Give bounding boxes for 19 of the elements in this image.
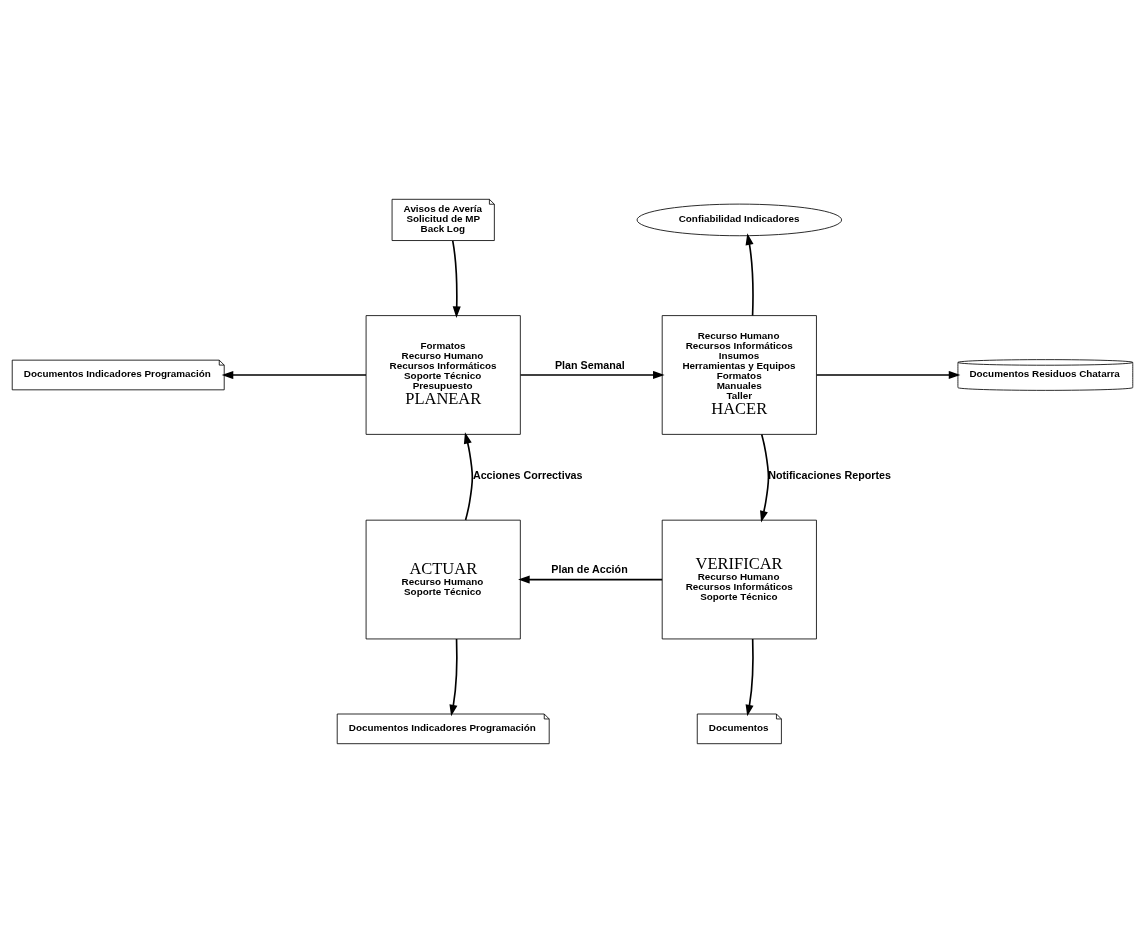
arrow bbox=[451, 239, 461, 318]
node-box: VERIFICAR Recurso Humano Recursos Informáticos Soporte Técnico bbox=[661, 519, 817, 639]
node-box: Formatos Recurso Humano Recursos Informáticos Soporte Técnico Presupuesto PLANEAR bbox=[365, 314, 521, 435]
node-ellipse: Confiabilidad Indicadores bbox=[636, 203, 842, 236]
arrow bbox=[745, 637, 754, 716]
edge-label: Plan de Acción bbox=[551, 562, 628, 575]
edge-label: Acciones Correctivas bbox=[472, 468, 583, 481]
edge-label: Notificaciones Reportes bbox=[768, 468, 891, 481]
arrow bbox=[760, 433, 770, 522]
arrow bbox=[221, 370, 367, 379]
arrow bbox=[518, 575, 663, 584]
arrow bbox=[815, 370, 961, 379]
arrow bbox=[449, 637, 458, 716]
arrow bbox=[463, 431, 474, 521]
arrow bbox=[519, 370, 665, 379]
arrow bbox=[745, 232, 754, 316]
node-box: ACTUAR Recurso Humano Soporte Técnico bbox=[365, 519, 521, 639]
node-box: Recurso Humano Recursos Informáticos Insumos Herramientas y Equipos Formatos Manuales Taller HACER bbox=[661, 314, 817, 435]
edge-label: Plan Semanal bbox=[554, 358, 625, 371]
